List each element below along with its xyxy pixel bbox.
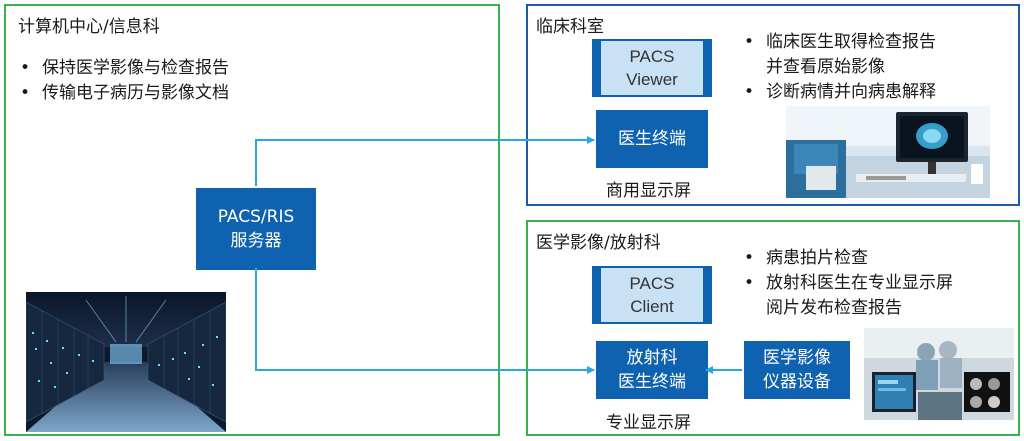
radiology-room-photo (864, 328, 1014, 420)
radiology-panel-title: 医学影像/放射科 (536, 233, 661, 253)
bullet-item: 保持医学影像与检查报告 (18, 56, 229, 81)
terminal-label-line1: 放射科 (626, 348, 678, 368)
clinic-bullets: 临床医生取得检查报告 并查看原始影像 诊断病情并向病患解释 (742, 30, 936, 105)
device-label-line1: 医学影像 (763, 348, 831, 368)
computer-center-title: 计算机中心/信息科 (18, 17, 160, 37)
clinic-panel: 临床科室 PACS Viewer 医生终端 商用显示屏 临床医生取得检查报告 并… (526, 4, 1020, 206)
terminal-label: 医生终端 (618, 129, 686, 149)
bullet-continuation: 并查看原始影像 (766, 57, 885, 77)
app-label-line1: PACS (629, 47, 675, 66)
computer-center-bullets: 保持医学影像与检查报告 传输电子病历与影像文档 (18, 56, 229, 106)
bullet-item: 病患拍片检查 (742, 246, 953, 271)
app-label-line2: Client (630, 297, 674, 316)
device-label-line2: 仪器设备 (763, 372, 831, 392)
server-label-line2: 服务器 (230, 231, 282, 251)
imaging-device-box: 医学影像 仪器设备 (744, 341, 850, 399)
server-to-radiology-arrow (255, 268, 595, 374)
datacenter-photo (26, 292, 226, 432)
radiology-panel: 医学影像/放射科 PACS Client 放射科 医生终端 专业显示屏 医学影像… (526, 220, 1020, 436)
bullet-item: 传输电子病历与影像文档 (18, 81, 229, 106)
clinic-panel-title: 临床科室 (536, 17, 604, 37)
pacs-client-box: PACS Client (592, 266, 712, 324)
pacs-ris-server-box: PACS/RIS 服务器 (196, 188, 316, 270)
server-to-clinic-arrow (255, 136, 595, 186)
doctor-terminal-box: 医生终端 (596, 110, 708, 168)
terminal-label-line2: 医生终端 (618, 372, 686, 392)
radiology-terminal-box: 放射科 医生终端 (596, 341, 708, 399)
bullet-item: 放射科医生在专业显示屏 (742, 271, 953, 296)
professional-display-caption: 专业显示屏 (606, 413, 691, 433)
app-label-line1: PACS (629, 274, 675, 293)
computer-center-panel: 计算机中心/信息科 保持医学影像与检查报告 传输电子病历与影像文档 PACS/R… (4, 4, 500, 436)
pacs-viewer-box: PACS Viewer (592, 39, 712, 97)
commercial-display-caption: 商用显示屏 (606, 181, 691, 201)
app-label-line2: Viewer (626, 70, 678, 89)
bullet-item: 诊断病情并向病患解释 (742, 80, 936, 105)
bullet-continuation: 阅片发布检查报告 (766, 298, 902, 318)
radiology-bullets: 病患拍片检查 放射科医生在专业显示屏 阅片发布检查报告 (742, 246, 953, 321)
bullet-item: 临床医生取得检查报告 (742, 30, 936, 55)
server-label-line1: PACS/RIS (217, 207, 295, 227)
doctor-desk-photo (786, 106, 990, 198)
